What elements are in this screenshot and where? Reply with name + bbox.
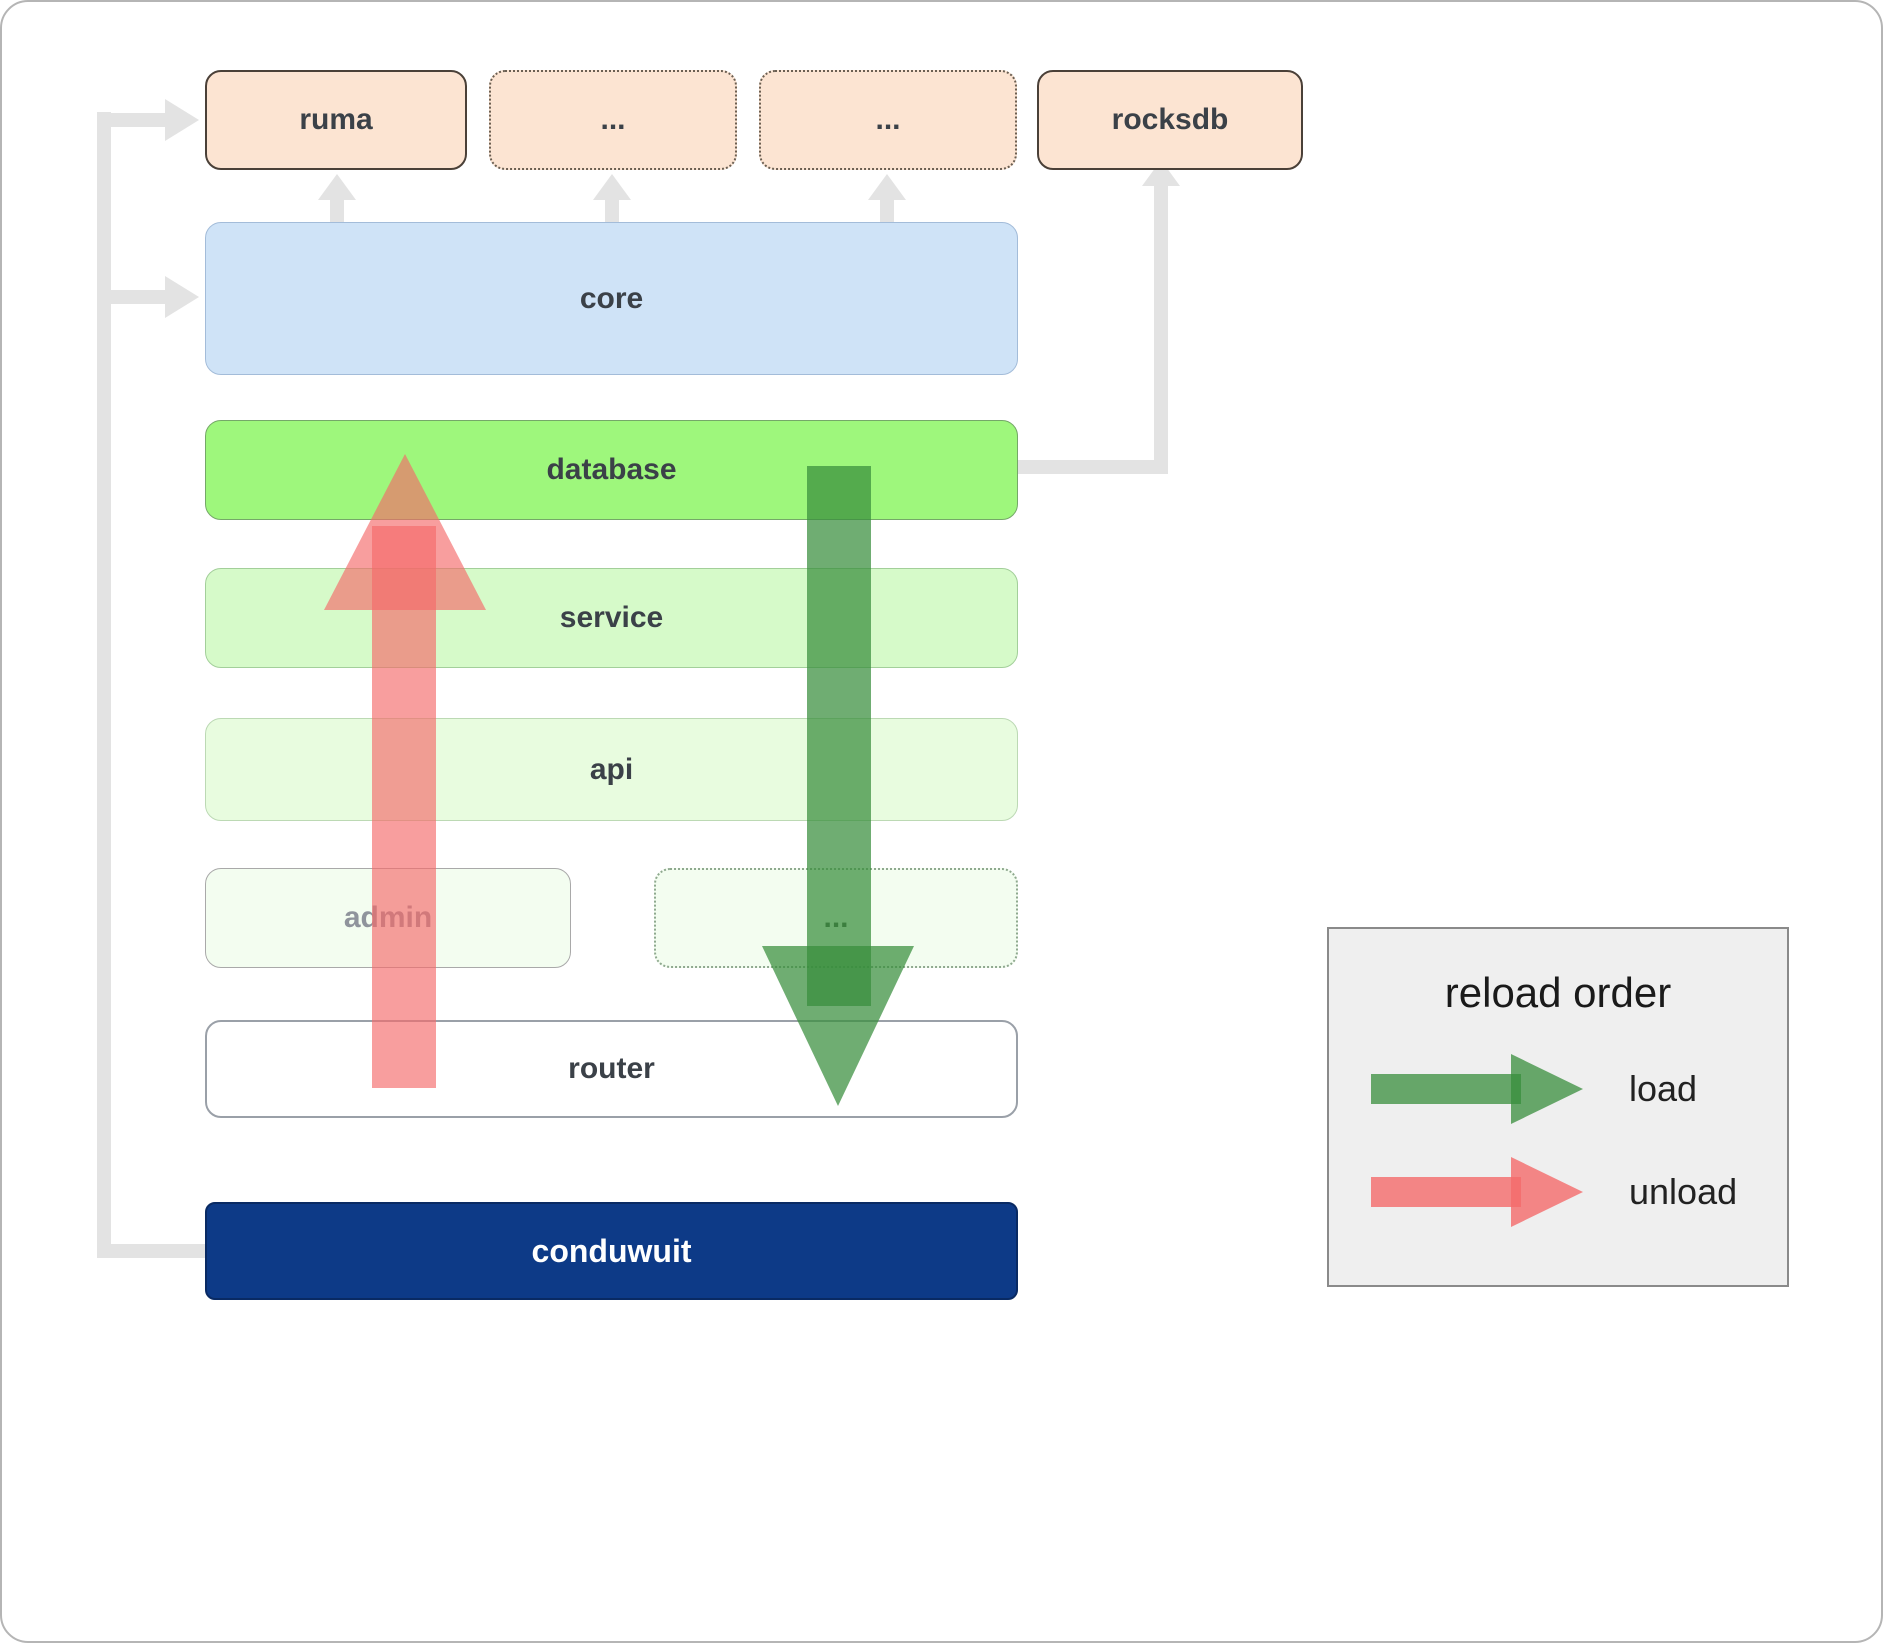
connector-to-core	[97, 290, 167, 304]
connector-to-ruma	[97, 113, 167, 127]
box-service: service	[205, 568, 1018, 668]
box-api: api	[205, 718, 1018, 821]
connector-database-to-rocksdb-h	[1018, 460, 1168, 474]
box-router-label: router	[568, 1052, 655, 1085]
box-core: core	[205, 222, 1018, 375]
legend-title: reload order	[1444, 969, 1672, 1016]
connector-core-to-dots1	[605, 198, 619, 224]
load-arrow-icon-head	[1511, 1054, 1583, 1124]
box-api-label: api	[589, 752, 634, 786]
connector-core-to-dots2	[880, 198, 894, 224]
load-arrow-icon	[1371, 1054, 1591, 1124]
legend-unload-label: unload	[1629, 1171, 1738, 1212]
box-rocksdb: rocksdb	[1037, 70, 1303, 170]
connector-database-to-rocksdb-v	[1154, 186, 1168, 474]
arrowhead-core-to-dots1	[593, 174, 631, 200]
arrowhead-core-to-ruma	[318, 174, 356, 200]
box-ellipsis-2: ...	[759, 70, 1017, 170]
box-ellipsis-1: ...	[489, 70, 737, 170]
unload-arrow-icon-shaft	[1371, 1177, 1521, 1207]
box-core-label: core	[579, 281, 644, 315]
box-conduwuit: conduwuit	[205, 1202, 1018, 1300]
unload-arrow-shaft	[372, 526, 436, 1088]
unload-arrow-icon-head	[1511, 1157, 1583, 1227]
box-ellipsis-2-label: ...	[875, 103, 901, 136]
box-ellipsis-1-label: ...	[600, 103, 626, 136]
box-rocksdb-label: rocksdb	[1111, 103, 1229, 136]
load-arrow-head	[762, 946, 914, 1106]
arrowhead-core-to-dots2	[868, 174, 906, 200]
load-arrow-shaft	[807, 466, 871, 1006]
unload-arrow-head	[324, 454, 486, 610]
connector-conduwuit-vertical	[97, 112, 111, 1258]
legend: reload order load unload	[1327, 927, 1789, 1287]
box-service-label: service	[559, 601, 664, 634]
unload-arrow-icon	[1371, 1157, 1591, 1227]
legend-load-label: load	[1629, 1068, 1698, 1109]
connector-core-to-ruma	[330, 198, 344, 224]
arrowhead-to-core	[165, 276, 199, 318]
load-arrow-icon-shaft	[1371, 1074, 1521, 1104]
box-conduwuit-label: conduwuit	[531, 1232, 692, 1269]
box-database-label: database	[546, 453, 677, 486]
box-ruma-label: ruma	[299, 103, 373, 136]
connector-conduwuit-horizontal	[97, 1244, 207, 1258]
arrowhead-to-ruma	[165, 99, 199, 141]
box-ruma: ruma	[205, 70, 467, 170]
